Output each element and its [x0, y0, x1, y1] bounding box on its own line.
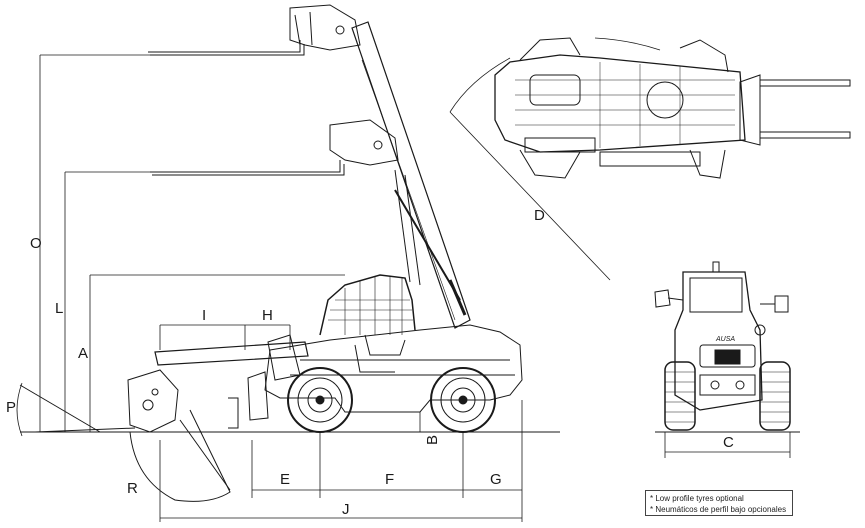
dim-label-O: O	[30, 235, 42, 252]
front-wheel	[287, 367, 353, 433]
dim-label-B: B	[424, 435, 441, 445]
rear-wheel	[430, 367, 496, 433]
tyre-note-spanish: * Neumáticos de perfil bajo opcionales	[650, 505, 787, 514]
dimension-lines	[16, 37, 791, 522]
rear-view-machine	[654, 261, 800, 433]
boom-lowered	[19, 334, 309, 502]
dimension-labels: O L A P I H R E F G J B C D	[6, 207, 734, 518]
dim-label-E: E	[280, 471, 290, 488]
tyre-note-box: * Low profile tyres optional * Neumático…	[645, 490, 793, 516]
dim-label-L: L	[55, 300, 63, 317]
boom-raised	[148, 4, 471, 329]
side-view-machine	[19, 4, 523, 502]
dim-label-C: C	[723, 434, 734, 451]
dim-label-A: A	[78, 345, 88, 362]
dim-label-I: I	[202, 307, 206, 324]
dim-label-R: R	[127, 480, 138, 497]
brand-label: AUSA	[715, 336, 735, 343]
dim-label-F: F	[385, 471, 394, 488]
tyre-note-english: * Low profile tyres optional	[650, 494, 744, 503]
dim-label-P: P	[6, 399, 16, 416]
boom-mid	[150, 119, 399, 176]
dim-label-H: H	[262, 307, 273, 324]
top-view-machine	[494, 37, 851, 179]
dim-label-J: J	[342, 501, 350, 518]
dim-label-D: D	[534, 207, 545, 224]
dim-label-G: G	[490, 471, 502, 488]
